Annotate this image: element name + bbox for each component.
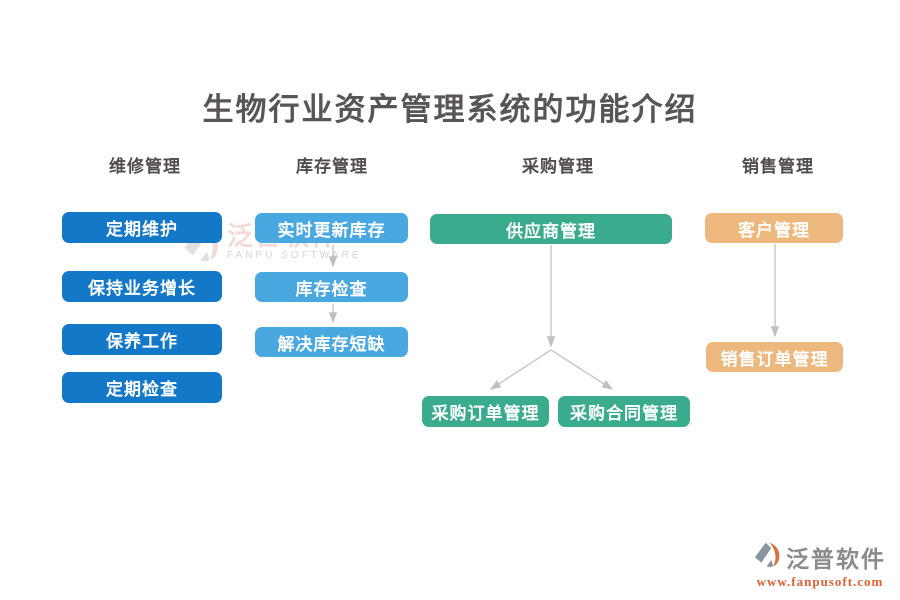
footer-logo: 泛普软件 www.fanpusoft.com — [754, 540, 886, 590]
footer-brand: 泛普软件 — [786, 547, 886, 572]
arrow-supplier-left-branch — [489, 349, 552, 390]
column-header-sales: 销售管理 — [742, 157, 814, 176]
column-header-maintenance: 维修管理 — [109, 157, 181, 176]
node-realtime-inventory-update: 实时更新库存 — [255, 213, 408, 243]
footer-url: www.fanpusoft.com — [756, 574, 884, 589]
node-supplier-management: 供应商管理 — [430, 214, 672, 244]
fanpu-logo-icon — [754, 540, 783, 574]
page-title: 生物行业资产管理系统的功能介绍 — [202, 92, 698, 127]
node-sales-order-management: 销售订单管理 — [706, 342, 843, 372]
node-upkeep-work: 保养工作 — [62, 324, 222, 355]
node-customer-management: 客户管理 — [705, 213, 843, 243]
column-header-procurement: 采购管理 — [522, 157, 594, 176]
watermark-caption: FANPU SOFTWARE — [227, 250, 362, 261]
arrow-supplier-right-branch — [550, 349, 614, 390]
node-resolve-inventory-shortage: 解决库存短缺 — [255, 327, 408, 357]
node-regular-maintenance: 定期维护 — [62, 212, 222, 243]
node-regular-inspection: 定期检查 — [62, 372, 222, 403]
node-inventory-check: 库存检查 — [255, 272, 408, 302]
node-purchase-contract-management: 采购合同管理 — [558, 396, 690, 427]
column-header-inventory: 库存管理 — [296, 157, 368, 176]
node-keep-business-growth: 保持业务增长 — [62, 271, 222, 302]
node-purchase-order-management: 采购订单管理 — [422, 396, 549, 427]
